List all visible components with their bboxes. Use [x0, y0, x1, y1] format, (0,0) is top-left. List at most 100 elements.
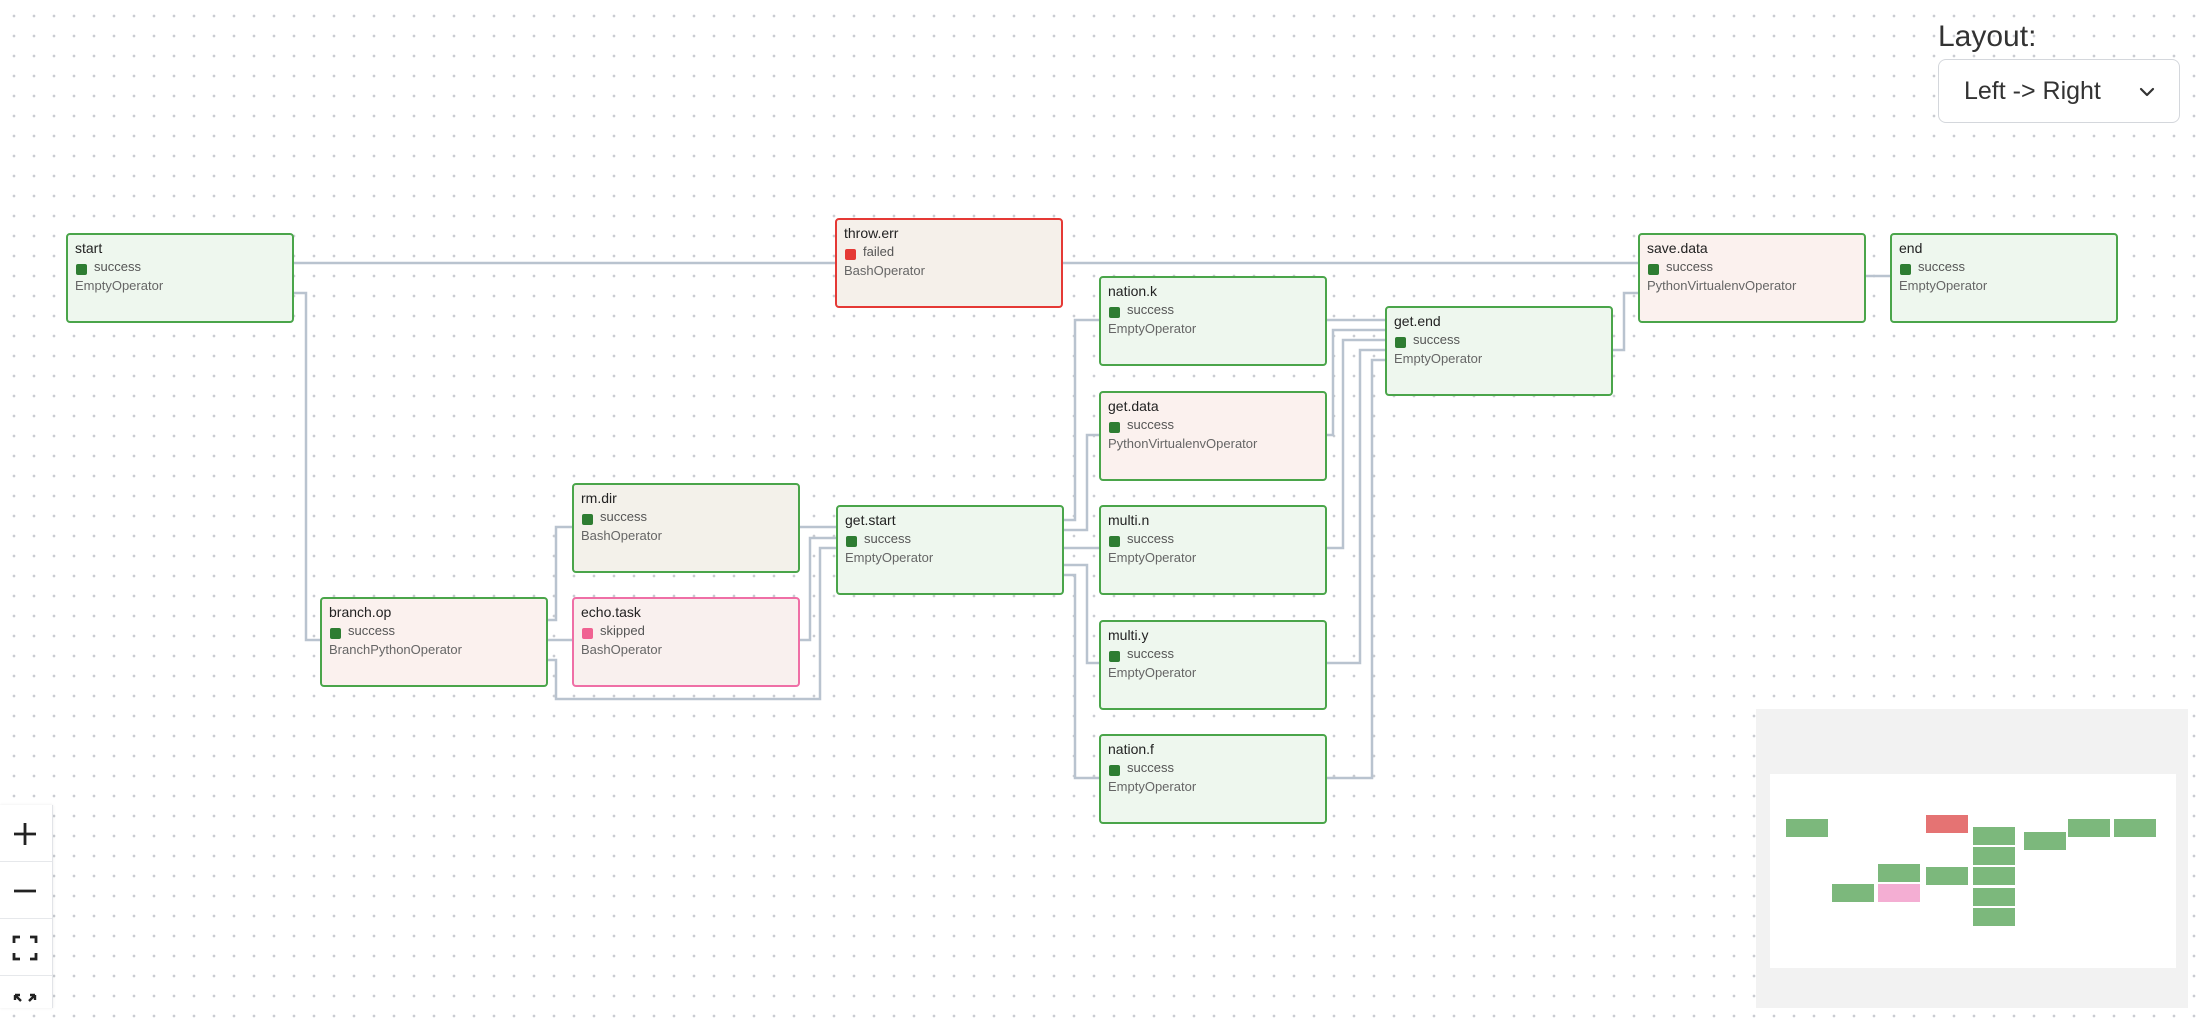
task-operator: PythonVirtualenvOperator [1108, 436, 1258, 451]
minimap-node-start [1786, 819, 1828, 837]
task-state: success [600, 509, 647, 524]
edge-get-data-get-end [1326, 328, 1385, 437]
edge-echo-task-get-start [799, 536, 836, 642]
fit-view-button[interactable] [0, 919, 52, 976]
minimap-node-end [2114, 819, 2156, 837]
task-operator: BashOperator [581, 642, 662, 657]
task-state: skipped [600, 623, 645, 638]
state-square-icon [1109, 536, 1120, 547]
task-operator: EmptyOperator [1394, 351, 1483, 366]
task-state: success [1127, 531, 1174, 546]
state-square-icon [846, 536, 857, 547]
edge-get-start-nation-f [1063, 573, 1099, 780]
expand-icon [13, 993, 37, 1002]
task-label: save.data [1647, 240, 1708, 256]
task-state: success [1127, 646, 1174, 661]
task-label: branch.op [329, 604, 392, 620]
task-label: nation.k [1108, 283, 1158, 299]
task-state: success [1918, 259, 1965, 274]
state-square-icon [330, 628, 341, 639]
edge-branch-op-rm-dir [547, 525, 572, 622]
task-operator: EmptyOperator [1108, 550, 1197, 565]
layout-select[interactable]: Left -> Right [1938, 59, 2180, 123]
minimap-node-multi-y [1973, 888, 2015, 906]
task-operator: EmptyOperator [1108, 779, 1197, 794]
state-square-icon [1900, 264, 1911, 275]
minimap-node-nation-k [1973, 827, 2015, 845]
minimap-node-throw-err [1926, 815, 1968, 833]
task-label: get.start [845, 512, 896, 528]
task-operator: EmptyOperator [1108, 321, 1197, 336]
minimap-node-echo-task [1878, 884, 1920, 902]
zoom-out-button[interactable] [0, 862, 52, 919]
task-state: failed [863, 244, 895, 259]
chevron-down-icon [2139, 87, 2155, 97]
task-operator: EmptyOperator [1899, 278, 1988, 293]
edge-get-end-save-data [1612, 291, 1638, 352]
task-state: success [1127, 302, 1174, 317]
state-square-icon [1109, 651, 1120, 662]
edge-multi-n-get-end [1326, 338, 1385, 550]
task-operator: PythonVirtualenvOperator [1647, 278, 1797, 293]
task-label: multi.y [1108, 627, 1149, 643]
task-label: end [1899, 240, 1923, 256]
minimap-node-multi-n [1973, 867, 2015, 885]
minimap-node-get-data [1973, 847, 2015, 865]
task-operator: EmptyOperator [1108, 665, 1197, 680]
state-square-icon [1109, 307, 1120, 318]
edge-start-branch-op [294, 291, 320, 642]
task-label: get.end [1394, 313, 1441, 329]
task-label: multi.n [1108, 512, 1150, 528]
zoom-controls [0, 805, 53, 1008]
task-operator: BashOperator [844, 263, 925, 278]
task-state: success [1413, 332, 1460, 347]
state-square-icon [582, 514, 593, 525]
task-label: start [75, 240, 103, 256]
layout-label: Layout: [1938, 20, 2037, 53]
edge-multi-y-get-end [1326, 348, 1385, 665]
task-label: echo.task [581, 604, 641, 620]
state-square-icon [76, 264, 87, 275]
fullscreen-button[interactable] [0, 976, 52, 1032]
task-operator: BranchPythonOperator [329, 642, 462, 657]
task-state: success [1127, 760, 1174, 775]
edges-layer [294, 261, 1890, 780]
state-square-icon [1648, 264, 1659, 275]
state-square-icon [1109, 765, 1120, 776]
minimap-node-save-data [2068, 819, 2110, 837]
task-label: get.data [1108, 398, 1159, 414]
zoom-in-button[interactable] [0, 805, 52, 862]
minimap-node-get-end [2024, 832, 2066, 850]
minimap-node-branch-op [1832, 884, 1874, 902]
edge-get-start-multi-y [1063, 563, 1099, 665]
minimap[interactable] [1756, 709, 2188, 1008]
state-square-icon [1395, 337, 1406, 348]
edge-get-start-nation-k [1063, 318, 1099, 522]
task-operator: BashOperator [581, 528, 662, 543]
task-label: nation.f [1108, 741, 1154, 757]
edge-get-start-get-data [1063, 433, 1099, 532]
minimap-node-get-start [1926, 867, 1968, 885]
edge-nation-f-get-end [1326, 358, 1385, 780]
edge-branch-op-get-start [547, 546, 836, 701]
state-square-icon [582, 628, 593, 639]
task-label: rm.dir [581, 490, 617, 506]
minimap-node-nation-f [1973, 908, 2015, 926]
state-square-icon [845, 249, 856, 260]
fit-view-icon [12, 935, 38, 961]
